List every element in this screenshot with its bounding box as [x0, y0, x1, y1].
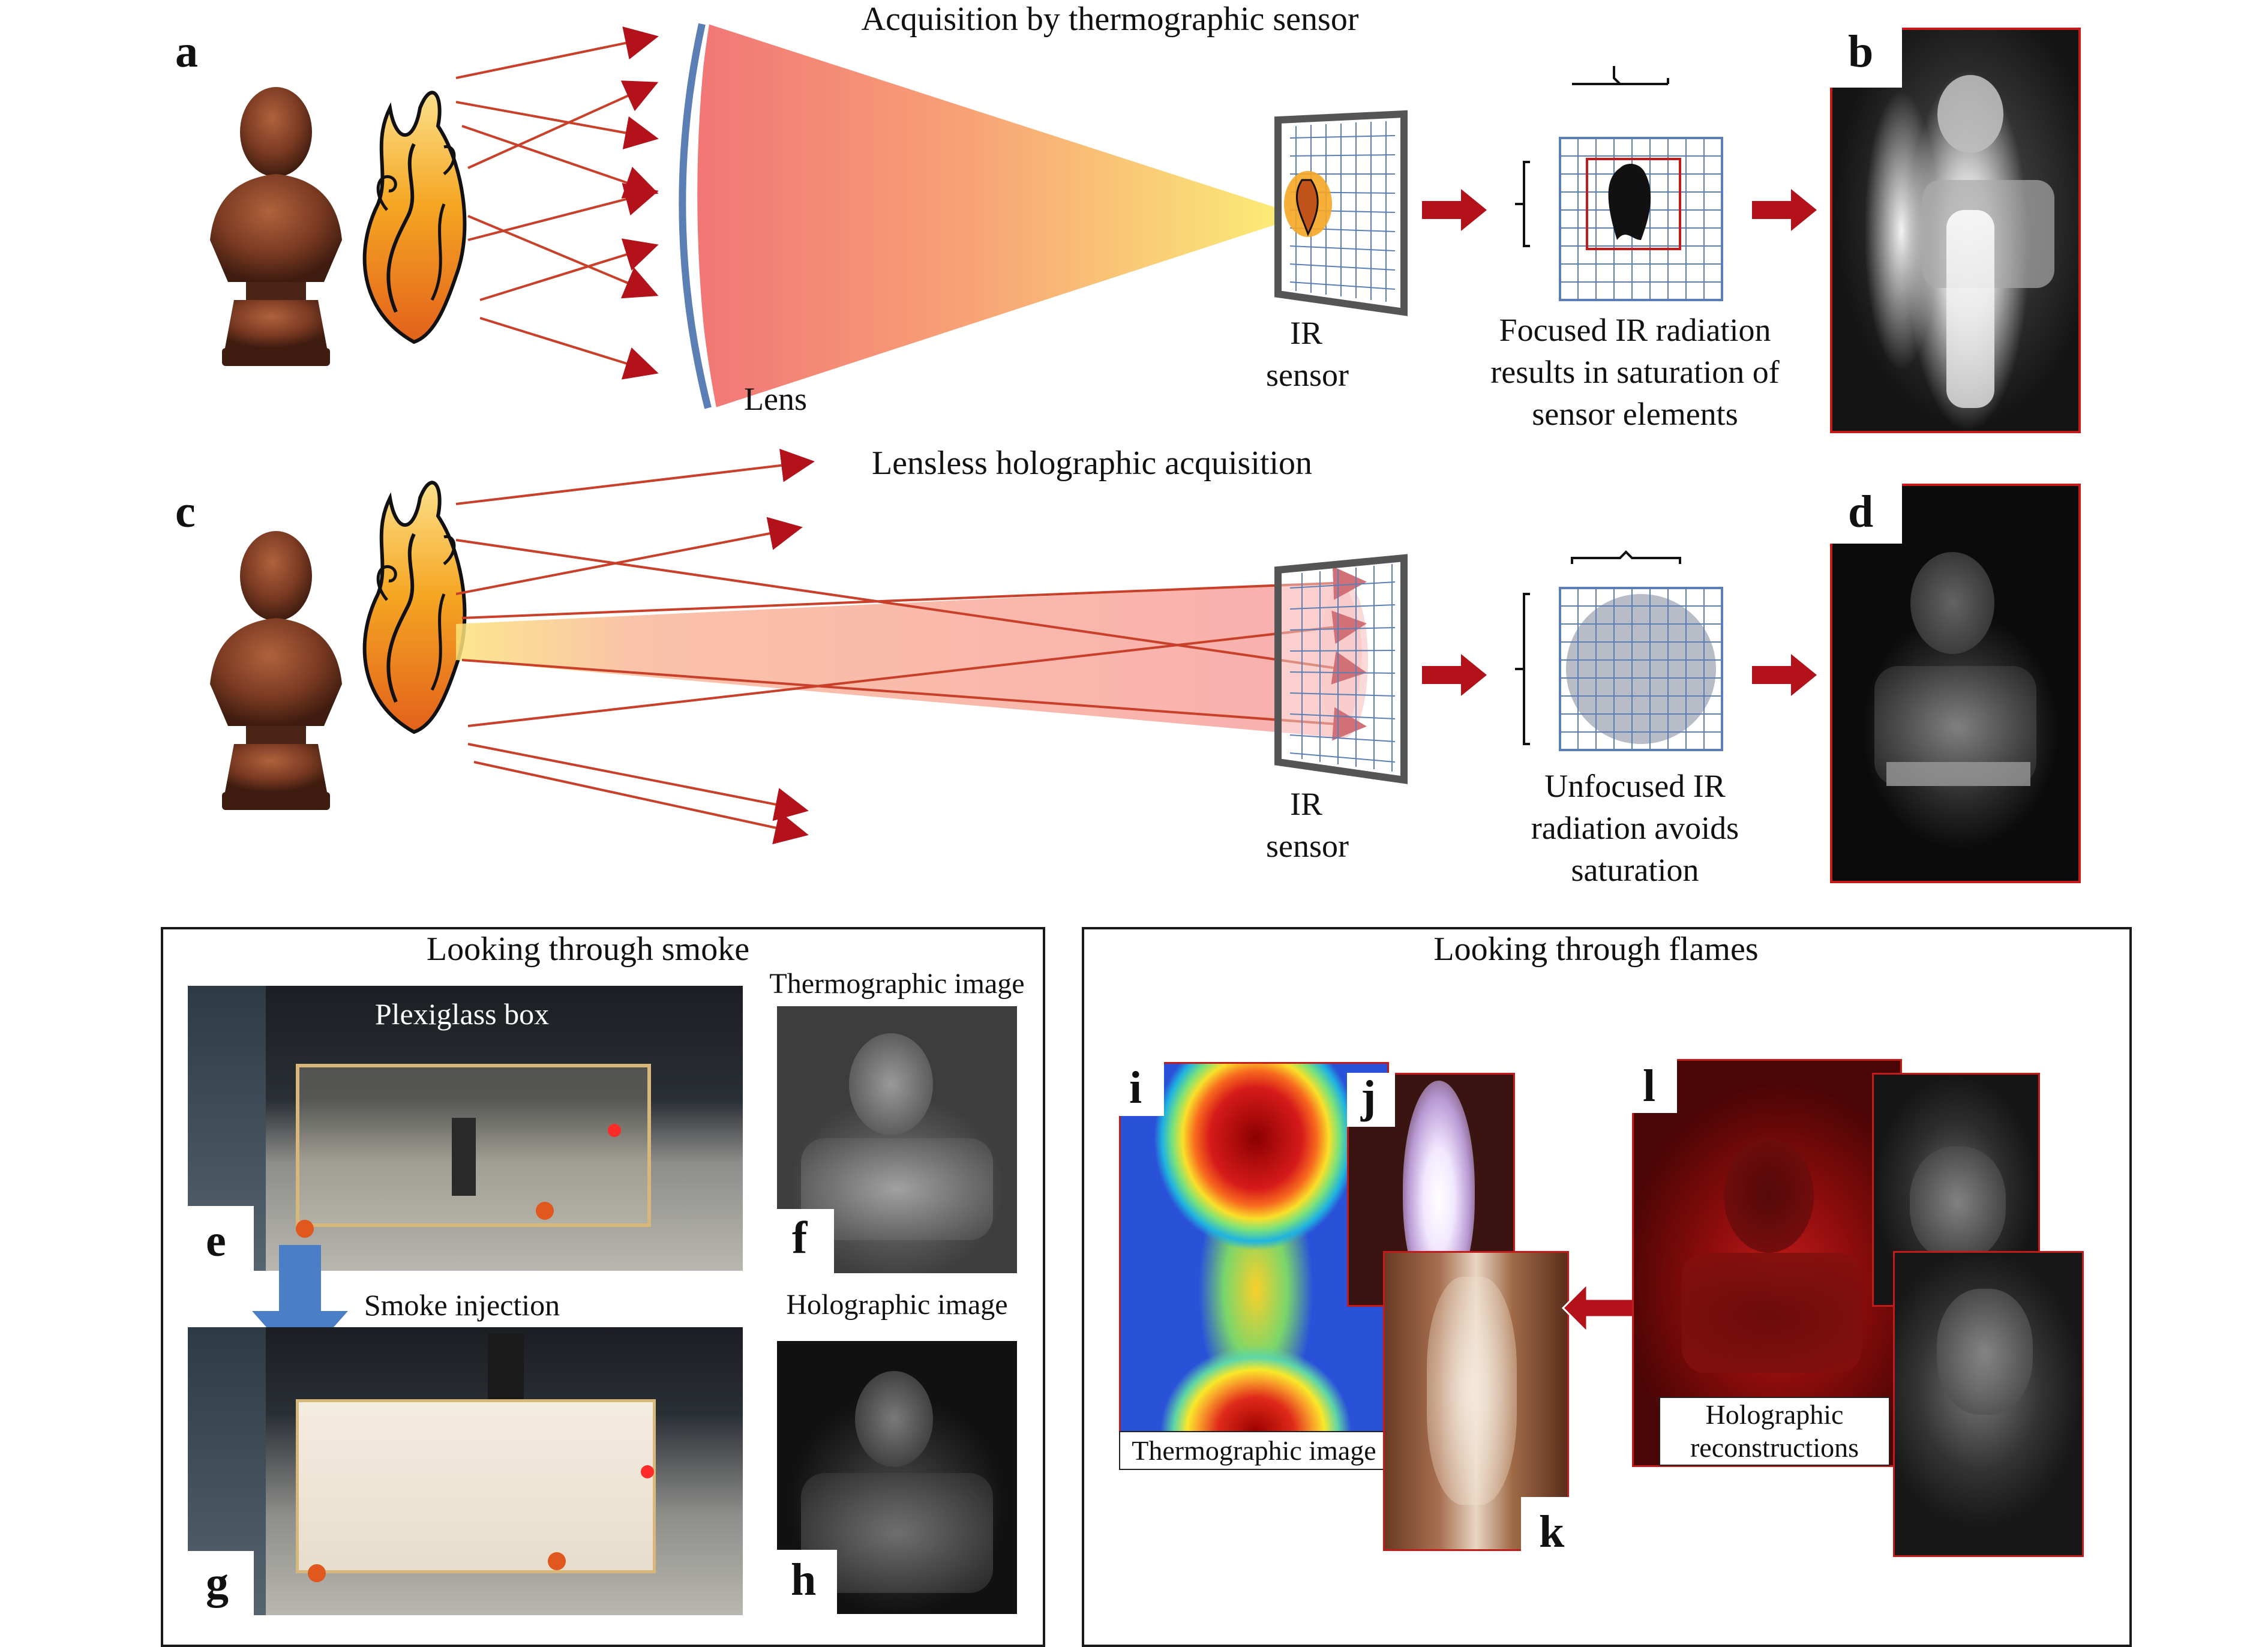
- panel-letter-i: i: [1129, 1063, 1142, 1113]
- red-arrow-3: [1422, 654, 1487, 696]
- label-box-l: [1632, 1059, 1677, 1113]
- panel-letter-f: f: [792, 1213, 808, 1263]
- panel-letter-a: a: [175, 26, 198, 77]
- smoke-injection-label: Smoke injection: [364, 1288, 560, 1322]
- unfocused-caption-line2: radiation avoids: [1531, 810, 1739, 846]
- label-box-g: [188, 1551, 254, 1616]
- red-arrow-4: [1752, 654, 1817, 696]
- ir-sensor-grid-c: [1274, 554, 1408, 784]
- red-arrow-2: [1752, 189, 1817, 231]
- thermographic-image-label-box: [1119, 1431, 1389, 1470]
- smoke-panel-title: Looking through smoke: [426, 931, 750, 968]
- label-box-e: [188, 1206, 254, 1271]
- flame-illustration: [362, 91, 467, 344]
- focused-caption-line1: Focused IR radiation: [1499, 312, 1771, 348]
- panel-letter-j: j: [1361, 1072, 1376, 1122]
- panel-letter-c: c: [175, 487, 196, 537]
- panel-letter-b: b: [1848, 26, 1874, 77]
- holographic-acquisition-title: Lensless holographic acquisition: [871, 445, 1313, 482]
- thermographic-flame-image-i: [1119, 1062, 1389, 1470]
- label-box-f: [777, 1209, 834, 1273]
- plexiglass-box-label: Plexiglass box: [374, 997, 550, 1031]
- ir-sensor-grid-a: [1274, 110, 1408, 316]
- holographic-image-label-h: Holographic image: [786, 1289, 1008, 1321]
- ir-rays-to-lens: [455, 26, 659, 380]
- smoke-filled-box-photo-g: [188, 1327, 743, 1615]
- ir-sensor-label-a-line1: IR: [1290, 315, 1322, 351]
- thermographic-result-image-b: [1830, 28, 2081, 433]
- panel-letter-d: d: [1848, 487, 1874, 537]
- bust-illustration-c: [210, 531, 342, 810]
- label-box-i: [1119, 1062, 1164, 1116]
- panel-letter-h: h: [791, 1555, 817, 1605]
- label-box-k: [1521, 1497, 1581, 1557]
- panel-letter-k: k: [1539, 1507, 1565, 1557]
- thermographic-image-label-i: Thermographic image: [1132, 1435, 1376, 1466]
- label-box-b: [1830, 28, 1902, 88]
- lens-label: Lens: [744, 381, 807, 417]
- ir-sensor-label-a-line2: sensor: [1266, 357, 1349, 393]
- saturation-detail-grid: [1515, 66, 1723, 301]
- label-box-d: [1830, 484, 1902, 544]
- holographic-reconstruction-gray-2: [1893, 1251, 2084, 1557]
- ir-sensor-label-c-line1: IR: [1290, 786, 1322, 822]
- thermographic-image-label-f: Thermographic image: [769, 968, 1025, 1000]
- panel-letter-g: g: [206, 1558, 229, 1608]
- holographic-reconstructions-label-box: [1659, 1397, 1890, 1466]
- label-box-h: [777, 1550, 837, 1614]
- holographic-reconstructions-label-line2: reconstructions: [1690, 1432, 1859, 1463]
- panel-letter-l: l: [1643, 1061, 1656, 1111]
- bust-illustration: [210, 87, 342, 366]
- focused-caption-line2: results in saturation of: [1490, 354, 1780, 390]
- unfocused-ir-beam: [455, 448, 1368, 845]
- unfocused-caption-line1: Unfocused IR: [1544, 768, 1726, 804]
- unfocused-caption-line3: saturation: [1571, 852, 1699, 888]
- panel-letter-e: e: [206, 1216, 226, 1266]
- flame-panel-title: Looking through flames: [1433, 931, 1759, 968]
- holographic-result-image-d: [1830, 484, 2081, 883]
- thermographic-acquisition-title: Acquisition by thermographic sensor: [861, 1, 1359, 38]
- label-box-j: [1347, 1073, 1395, 1127]
- holographic-reconstructions-label-line1: Holographic: [1705, 1399, 1844, 1430]
- red-arrow-1: [1422, 189, 1487, 231]
- unfocused-detail-grid: [1515, 550, 1723, 751]
- lens-focus-cone: [679, 23, 1302, 409]
- focused-caption-line3: sensor elements: [1532, 396, 1738, 432]
- ir-sensor-label-c-line2: sensor: [1266, 828, 1349, 864]
